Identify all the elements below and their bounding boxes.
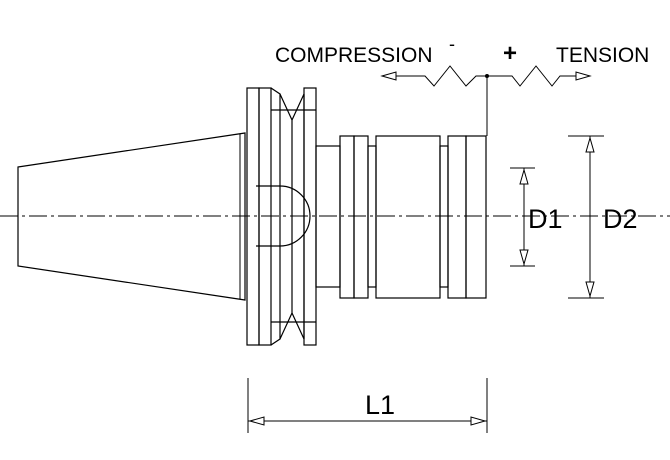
flange (246, 87, 317, 346)
l1-label: L1 (365, 390, 395, 420)
tension-compression-indicator (380, 65, 592, 136)
tension-label: TENSION (556, 44, 649, 67)
d1-dimension (510, 167, 535, 267)
tension-arrow (575, 71, 592, 81)
compression-arrow (380, 71, 397, 81)
compression-sign: - (449, 34, 455, 54)
d2-dimension (568, 135, 604, 299)
d2-label: D2 (603, 204, 638, 234)
collar-ring (339, 135, 369, 299)
d1-label: D1 (528, 204, 563, 234)
drive-key (256, 185, 311, 247)
compression-spring-line (385, 65, 487, 87)
taper-shank (17, 132, 246, 301)
compression-label: COMPRESSION (275, 44, 433, 67)
l1-dimension (247, 378, 488, 433)
tapping-body (367, 135, 487, 299)
tension-sign: + (503, 40, 517, 67)
tension-spring-line (487, 65, 585, 87)
